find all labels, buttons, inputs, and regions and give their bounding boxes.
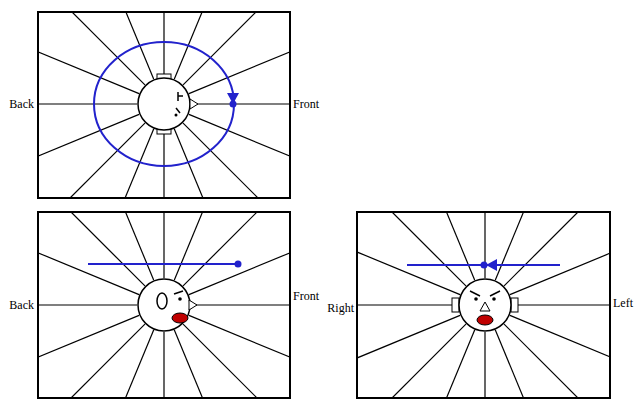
radial-line (191, 103, 290, 104)
radial-line (183, 123, 290, 198)
radial-line (163, 12, 164, 77)
radial-line (189, 114, 290, 198)
radial-line (38, 212, 154, 280)
nose (189, 300, 197, 310)
head (138, 78, 190, 130)
direction-label: Left (613, 296, 633, 310)
radial-line (495, 330, 610, 398)
radial-line (510, 315, 610, 398)
source-path (88, 263, 238, 265)
radial-line (504, 324, 610, 398)
direction-label: Back (9, 298, 34, 312)
direction-label: Right (327, 301, 354, 315)
radial-line (163, 212, 164, 278)
radial-line (510, 212, 610, 295)
sound-source-dot (230, 101, 237, 108)
eyebrow (490, 291, 500, 296)
eye (474, 297, 478, 301)
radial-line (163, 131, 164, 198)
radial-line (38, 114, 139, 198)
radial-line (357, 330, 475, 398)
eyebrow (174, 291, 183, 294)
radial-line (495, 212, 610, 280)
eye (178, 95, 183, 97)
radial-line (357, 315, 460, 398)
radial-line (174, 212, 290, 280)
radial-line (38, 129, 154, 198)
head (138, 279, 190, 331)
radial-line (191, 304, 290, 305)
radial-line (357, 212, 466, 286)
nose (480, 302, 490, 311)
radial-line (189, 315, 290, 398)
radial-line (38, 12, 154, 79)
radial-line (174, 129, 290, 198)
radial-line (163, 332, 164, 398)
head (459, 279, 511, 331)
ear (452, 298, 459, 312)
radial-line (189, 212, 290, 295)
mouth (477, 315, 493, 325)
ear (157, 293, 167, 309)
radial-line (38, 330, 154, 398)
direction-label: Front (293, 289, 319, 303)
nose (190, 99, 198, 109)
eye (178, 297, 182, 301)
direction-label: Back (9, 97, 34, 111)
radial-lines (38, 12, 290, 198)
panel-frame (357, 212, 610, 398)
radial-line (38, 212, 145, 286)
sound-source-dot (235, 261, 242, 268)
radial-line (38, 212, 139, 295)
rotation-path (94, 42, 234, 166)
radial-lines (38, 212, 290, 398)
radial-line (183, 324, 290, 398)
eyebrow (176, 108, 180, 113)
radial-line (484, 332, 485, 398)
radial-line (38, 103, 137, 104)
radial-line (357, 212, 475, 280)
eye (175, 114, 178, 117)
radial-line (174, 12, 290, 79)
ear (511, 298, 518, 312)
radial-line (38, 12, 145, 85)
radial-line (357, 304, 458, 305)
mouth (172, 313, 188, 323)
radial-line (512, 304, 610, 305)
radial-line (38, 315, 139, 398)
radial-line (174, 330, 290, 398)
eye (492, 297, 496, 301)
radial-lines (357, 212, 610, 398)
direction-label: Front (293, 97, 319, 111)
arrow-head (486, 259, 497, 271)
radial-line (38, 304, 137, 305)
eyebrow (470, 291, 480, 296)
panel-frame (38, 212, 290, 398)
radial-line (357, 212, 460, 295)
panel-frame (38, 12, 290, 198)
sound-source-dot (481, 262, 488, 269)
